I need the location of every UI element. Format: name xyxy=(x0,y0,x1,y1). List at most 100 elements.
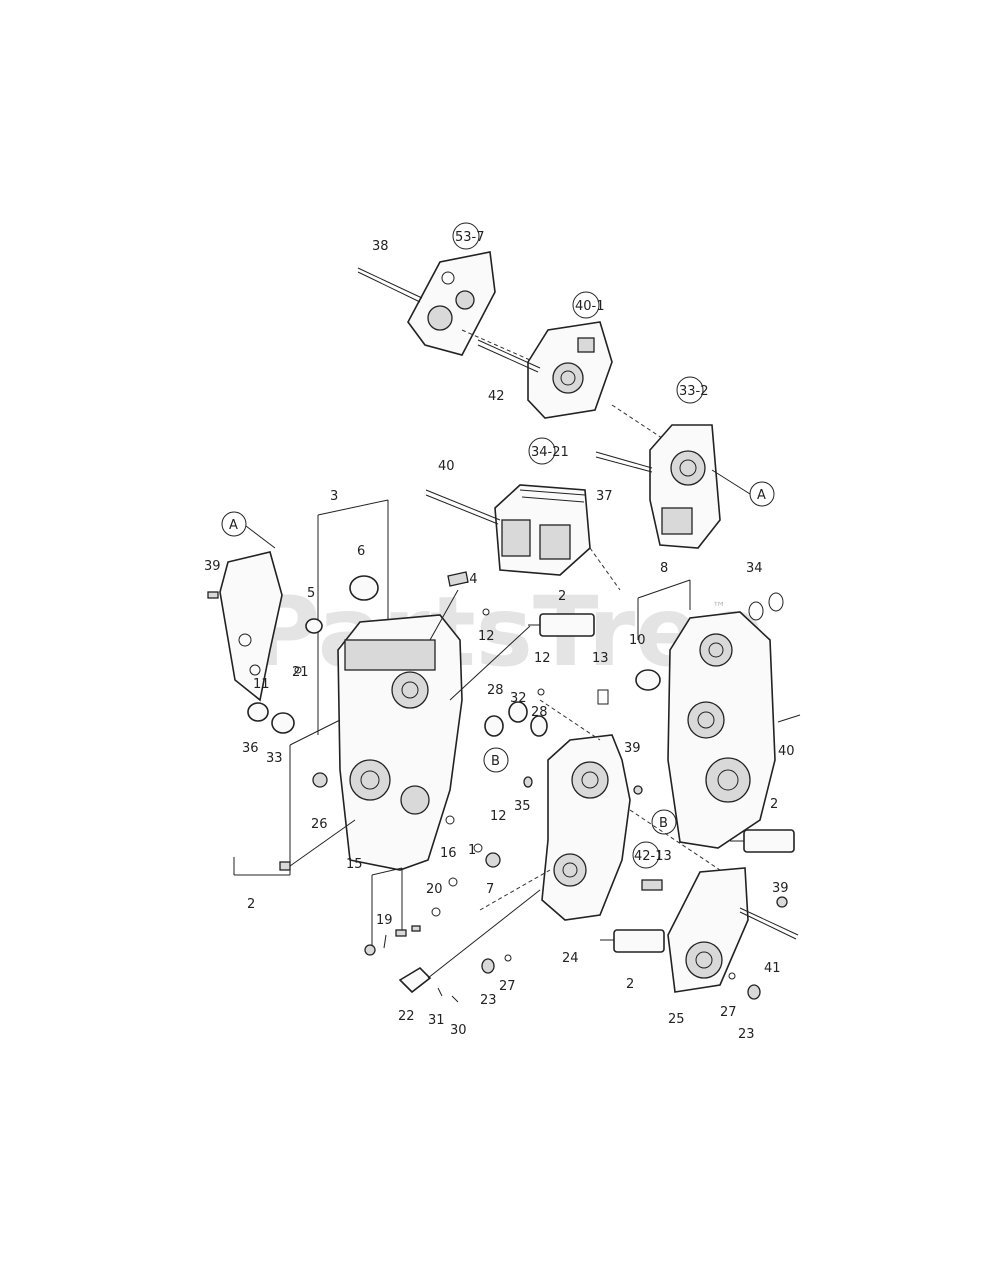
washer-27-left xyxy=(504,954,512,962)
bracket-15 xyxy=(371,867,403,945)
label-40-upper: 40 xyxy=(438,459,455,474)
callout-40-1: 40-1 xyxy=(575,299,605,314)
bushing-33 xyxy=(271,712,295,734)
label-20: 20 xyxy=(426,882,443,897)
assembly-line xyxy=(539,699,601,741)
label-31: 31 xyxy=(428,1013,445,1028)
bolt-40 xyxy=(425,489,501,525)
oring-28-right xyxy=(530,715,548,737)
washer-27-right xyxy=(728,972,736,980)
ball-12 xyxy=(482,608,490,616)
ref-circle-b-left xyxy=(483,747,509,773)
label-2-right: 2 xyxy=(770,797,778,812)
leader-line xyxy=(427,889,541,979)
pin-21 xyxy=(294,666,302,674)
callout-circle-34 xyxy=(528,437,556,465)
axle-shaft-2-top xyxy=(528,613,595,637)
leader-line xyxy=(245,525,276,549)
bolt-40-right xyxy=(777,714,801,723)
label-19: 19 xyxy=(376,913,393,928)
label-22: 22 xyxy=(398,1009,415,1024)
label-2-left: 2 xyxy=(247,897,255,912)
check-pin xyxy=(411,925,421,932)
shaft-part xyxy=(641,879,663,891)
label-23-right: 23 xyxy=(738,1027,755,1042)
ref-a-right: A xyxy=(757,488,766,503)
label-1: 1 xyxy=(468,843,476,858)
seal-36 xyxy=(247,702,269,722)
label-12-upper: 12 xyxy=(478,629,495,644)
label-7: 7 xyxy=(486,882,494,897)
cylinder-block-part xyxy=(494,484,591,576)
center-cover-part xyxy=(649,424,721,549)
label-16: 16 xyxy=(440,846,457,861)
oring-28-left xyxy=(484,715,504,737)
plug-14 xyxy=(447,571,469,587)
ball-12-lower xyxy=(445,815,455,825)
label-39-upper-left: 39 xyxy=(204,559,221,574)
right-housing-part xyxy=(667,611,776,849)
cap-part xyxy=(364,944,376,956)
gasket-11 xyxy=(219,551,283,702)
assembly-line xyxy=(461,329,531,361)
bracket-8 xyxy=(637,579,691,640)
end-cover-25 xyxy=(667,867,749,993)
label-25: 25 xyxy=(668,1012,685,1027)
label-26: 26 xyxy=(311,817,328,832)
callout-circle-33 xyxy=(676,376,704,404)
callout-circle-53 xyxy=(452,222,480,250)
bolt-42 xyxy=(477,339,541,373)
label-13-top: 13 xyxy=(592,651,609,666)
seal-26 xyxy=(312,772,328,788)
watermark-trademark: ™ xyxy=(712,600,726,616)
seal-34-b xyxy=(768,592,784,612)
ball-12-middle xyxy=(537,688,545,696)
label-2-top: 2 xyxy=(558,589,566,604)
ref-a-left: A xyxy=(229,518,238,533)
callout-circle-40 xyxy=(572,291,600,319)
label-27-left: 27 xyxy=(499,979,516,994)
spring-part xyxy=(395,929,407,937)
label-39-middle: 39 xyxy=(624,741,641,756)
label-39-right: 39 xyxy=(772,881,789,896)
label-11: 11 xyxy=(253,677,270,692)
axle-shaft-2-lower xyxy=(600,929,665,953)
label-23-left: 23 xyxy=(480,993,497,1008)
pin-16 xyxy=(448,877,458,887)
label-30: 30 xyxy=(450,1023,467,1038)
pin-30 xyxy=(451,995,459,1003)
label-28-left: 28 xyxy=(487,683,504,698)
plug-35 xyxy=(523,776,533,788)
label-36: 36 xyxy=(242,741,259,756)
assembly-line xyxy=(611,404,666,441)
bushing-6 xyxy=(349,575,379,601)
pin-20 xyxy=(431,907,441,917)
plug-7 xyxy=(485,852,501,868)
label-3: 3 xyxy=(330,489,338,504)
dowel-39 xyxy=(633,785,643,795)
label-37: 37 xyxy=(596,489,613,504)
bushing-10 xyxy=(635,669,661,691)
lever-22 xyxy=(398,966,432,994)
label-32: 32 xyxy=(510,691,527,706)
label-8: 8 xyxy=(660,561,668,576)
ref-b-right: B xyxy=(659,816,668,831)
label-24: 24 xyxy=(562,951,579,966)
label-34: 34 xyxy=(746,561,763,576)
seal-32 xyxy=(508,701,528,723)
assembly-line xyxy=(589,547,621,591)
valve-block-part xyxy=(527,321,613,419)
plug-23-left xyxy=(481,958,495,974)
ball-1 xyxy=(473,843,483,853)
label-41: 41 xyxy=(764,961,781,976)
label-5: 5 xyxy=(307,586,315,601)
label-33: 33 xyxy=(266,751,283,766)
pin-39 xyxy=(207,591,219,599)
ref-circle-a-left xyxy=(221,511,247,537)
label-10: 10 xyxy=(629,633,646,648)
leader-line xyxy=(711,469,751,495)
ref-b-left: B xyxy=(491,754,500,769)
bolt-41 xyxy=(739,907,799,940)
ref-circle-b-right xyxy=(651,809,677,835)
